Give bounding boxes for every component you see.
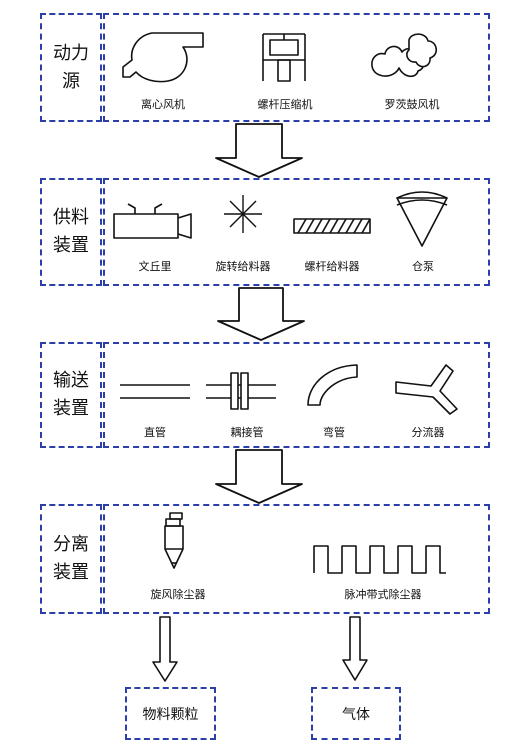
silo-pump-icon bbox=[396, 191, 448, 247]
stage-label-text: 输送 装置 bbox=[53, 370, 89, 419]
caption-rotary-feeder: 旋转给料器 bbox=[215, 260, 271, 273]
output-arrow-down-icon bbox=[152, 616, 178, 682]
caption-screw-compressor: 螺杆压缩机 bbox=[257, 98, 313, 111]
caption-screw-feeder: 螺杆给料器 bbox=[304, 260, 360, 273]
stage-label-text: 动力 源 bbox=[53, 42, 89, 92]
stage-content-conveying bbox=[103, 342, 490, 448]
flow-arrow-down-icon bbox=[215, 123, 303, 178]
rotary-feeder-icon bbox=[224, 195, 262, 233]
roots-blower-icon bbox=[371, 33, 437, 78]
flow-arrow-down-icon bbox=[215, 449, 303, 504]
stage-content-separation bbox=[103, 504, 490, 614]
stage-content-power bbox=[103, 13, 490, 122]
output-gas: 气体 bbox=[311, 687, 401, 740]
venturi-icon bbox=[113, 203, 192, 239]
stage-label-text: 供料 装置 bbox=[53, 207, 89, 256]
screw-compressor-icon bbox=[262, 33, 306, 82]
stage-label-conveying: 输送 装置 bbox=[40, 342, 102, 448]
stage-label-power: 动力 源 bbox=[40, 13, 102, 122]
straight-pipe-icon bbox=[120, 384, 190, 399]
centrifugal-fan-icon bbox=[122, 32, 204, 83]
caption-venturi: 文丘里 bbox=[138, 260, 172, 273]
output-material-particles: 物料颗粒 bbox=[125, 687, 216, 740]
caption-elbow-pipe: 弯管 bbox=[323, 426, 345, 439]
stage-content-feeding bbox=[103, 178, 490, 286]
caption-straight-pipe: 直管 bbox=[144, 426, 166, 439]
caption-pulse-bag-filter: 脉冲带式除尘器 bbox=[344, 588, 422, 601]
output-arrow-down-icon bbox=[342, 616, 368, 681]
flow-arrow-down-icon bbox=[217, 287, 305, 341]
caption-silo-pump: 仓泵 bbox=[412, 260, 434, 273]
stage-label-feeding: 供料 装置 bbox=[40, 178, 102, 286]
caption-splitter: 分流器 bbox=[411, 426, 445, 439]
output-label: 气体 bbox=[342, 706, 370, 723]
splitter-icon bbox=[395, 364, 458, 415]
caption-centrifugal-fan: 离心风机 bbox=[141, 98, 185, 111]
stage-label-text: 分离 装置 bbox=[53, 534, 89, 583]
elbow-pipe-icon bbox=[307, 364, 358, 406]
output-label: 物料颗粒 bbox=[142, 706, 199, 723]
caption-cyclone-separator: 旋风除尘器 bbox=[150, 588, 206, 601]
screw-feeder-icon bbox=[293, 218, 371, 234]
caption-pipe-coupling: 耦接管 bbox=[230, 426, 264, 439]
cyclone-separator-icon bbox=[164, 512, 184, 569]
caption-roots-blower: 罗茨鼓风机 bbox=[384, 98, 440, 111]
pulse-bag-filter-icon bbox=[313, 545, 446, 574]
pipe-coupling-icon bbox=[206, 372, 276, 410]
stage-label-separation: 分离 装置 bbox=[40, 504, 102, 614]
